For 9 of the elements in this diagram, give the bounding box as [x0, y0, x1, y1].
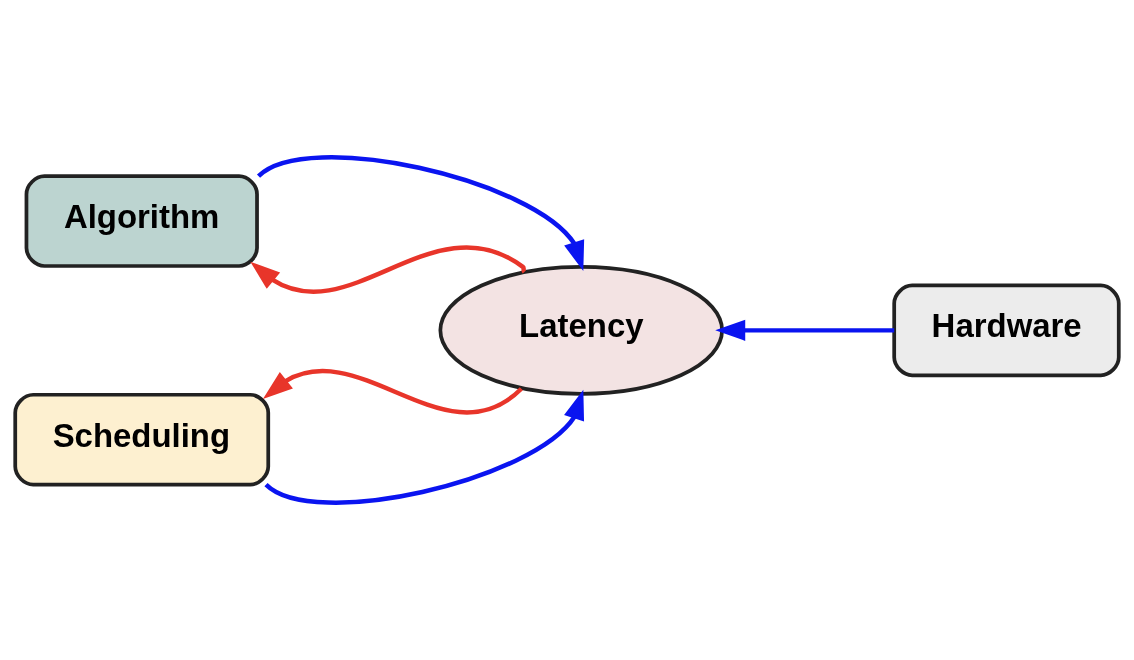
node-box: Hardware [892, 283, 1121, 378]
arrow [250, 245, 527, 294]
arrow [264, 389, 585, 505]
node-box: Algorithm [24, 174, 259, 268]
arrow [257, 155, 585, 271]
node-box: Scheduling [13, 392, 271, 487]
arrow [715, 319, 895, 341]
arrow [262, 369, 523, 415]
node-ellipse: Latency [438, 265, 724, 396]
